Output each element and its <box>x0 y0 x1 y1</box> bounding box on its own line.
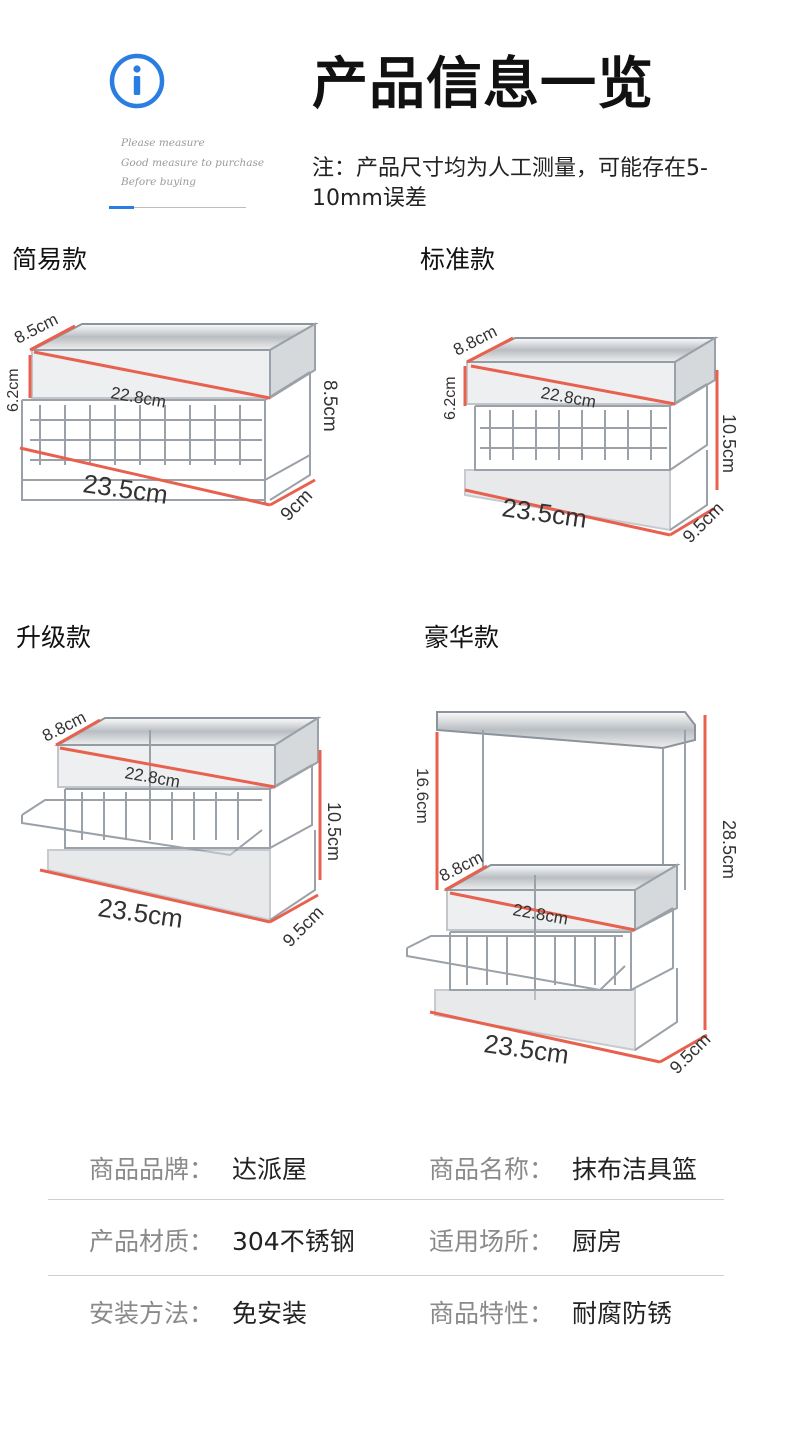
spec-value-brand: 达派屋 <box>232 1155 308 1184</box>
dim-height: 10.5cm <box>324 802 344 861</box>
spec-divider <box>48 1275 724 1276</box>
spec-label-location: 适用场所： <box>429 1227 555 1256</box>
variant-title-deluxe: 豪华款 <box>424 623 500 652</box>
spec-value-material: 304不锈钢 <box>232 1227 355 1256</box>
dimension-lines <box>19 324 316 507</box>
product-deluxe: 16.6cm 8.8cm 22.8cm 28.5cm 23.5cm 9.5cm <box>406 711 739 1078</box>
tagline-line-1: Please measure <box>121 137 205 149</box>
dim-hanger-height: 16.6cm <box>413 768 432 824</box>
spec-label-features: 商品特性： <box>429 1299 555 1328</box>
dim-inner-height: 6.2cm <box>5 368 22 412</box>
spec-value-location: 厨房 <box>572 1227 623 1256</box>
spec-row: 安装方法： 免安装 商品特性： 耐腐防锈 <box>48 1274 724 1346</box>
spec-value-features: 耐腐防锈 <box>572 1299 673 1328</box>
spec-label-material: 产品材质： <box>89 1227 215 1256</box>
page-title: 产品信息一览 <box>312 52 654 117</box>
product-upgraded: 8.8cm 22.8cm 10.5cm 23.5cm 9.5cm <box>21 708 344 951</box>
variant-title-standard: 标准款 <box>420 245 496 274</box>
product-standard: 8.8cm 6.2cm 22.8cm 10.5cm 23.5cm 9.5cm <box>442 322 739 547</box>
spec-row: 产品材质： 304不锈钢 适用场所： 厨房 <box>48 1202 724 1274</box>
dim-inner-height: 6.2cm <box>442 376 459 420</box>
spec-label-installation: 安装方法： <box>89 1299 215 1328</box>
product-basic: 8.5cm 6.2cm 22.8cm 8.5cm 23.5cm 9cm <box>5 310 340 526</box>
spec-label-product-name: 商品名称： <box>429 1155 555 1184</box>
measurement-note: 注：产品尺寸均为人工测量，可能存在5-10mm误差 <box>312 156 708 211</box>
spec-row: 商品品牌： 达派屋 商品名称： 抹布洁具篮 <box>48 1130 724 1202</box>
tagline-line-3: Before buying <box>121 176 196 188</box>
indicator-track <box>109 207 246 208</box>
spec-value-installation: 免安装 <box>232 1299 308 1328</box>
indicator-fill <box>109 206 134 209</box>
dim-height: 8.5cm <box>319 380 340 432</box>
info-icon <box>109 53 165 109</box>
tagline-line-2: Good measure to purchase <box>121 157 265 169</box>
dim-length: 23.5cm <box>81 468 170 510</box>
variant-title-basic: 简易款 <box>12 245 88 274</box>
variant-title-upgraded: 升级款 <box>16 623 92 652</box>
spec-value-product-name: 抹布洁具篮 <box>572 1155 698 1184</box>
dim-width: 9.5cm <box>679 498 728 547</box>
dim-height: 10.5cm <box>719 414 739 473</box>
spec-divider <box>48 1199 724 1200</box>
spec-label-brand: 商品品牌： <box>89 1155 215 1184</box>
dim-height: 28.5cm <box>719 820 739 879</box>
basket-illustration <box>21 322 319 505</box>
